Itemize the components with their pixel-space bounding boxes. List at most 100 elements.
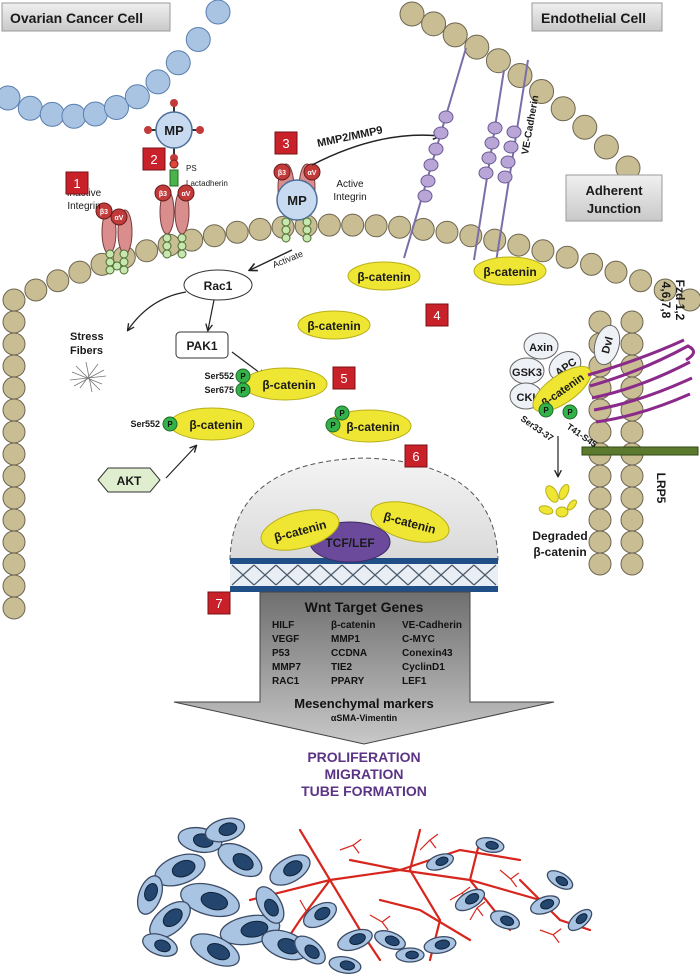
tumor-cell (337, 928, 373, 952)
step-badge-1: 1 (65, 171, 89, 195)
dvl: Dvl (593, 324, 621, 366)
membrane-bead (2, 464, 26, 488)
ecm-blue-bead (104, 95, 129, 120)
svg-text:6: 6 (412, 449, 419, 464)
nuclear-pore-strand (363, 564, 387, 586)
step-badge-5: 5 (332, 366, 356, 390)
nuclear-pore-strand (407, 564, 431, 586)
outcome-migration: MIGRATION (324, 766, 403, 782)
membrane-bead (2, 486, 26, 510)
wnt-gene: CCDNA (331, 648, 367, 659)
tumor-cell (423, 935, 457, 955)
svg-text:PS: PS (186, 164, 197, 173)
wnt-gene: VE-Cadherin (402, 620, 462, 631)
step-badge-6: 6 (404, 444, 428, 468)
capillary (369, 914, 391, 931)
membrane-bead (629, 269, 653, 293)
tumor-cell (567, 908, 593, 932)
stress-fibers-icon (69, 361, 107, 393)
blood-vessel (298, 828, 382, 962)
ecm-blue-fiber (0, 0, 231, 129)
membrane-bead (2, 530, 26, 554)
svg-text:PAK1: PAK1 (186, 339, 217, 353)
ecm-blue-bead (145, 69, 171, 95)
wnt-gene: β-catenin (331, 620, 375, 631)
membrane-bead (531, 239, 555, 263)
ecm-tan-bead (421, 11, 447, 37)
nuclear-pore-strand (319, 564, 343, 586)
membrane-bead (483, 228, 507, 252)
mesenchymal-markers: αSMA-Vimentin (331, 713, 397, 723)
svg-text:Rac1: Rac1 (204, 279, 233, 293)
svg-text:β-catenin: β-catenin (189, 418, 242, 432)
membrane-bead (2, 442, 26, 466)
tumor-cell (255, 886, 285, 924)
membrane-bead (2, 332, 26, 356)
wnt-gene: TIE2 (331, 662, 353, 673)
tumor-cell (425, 853, 455, 871)
svg-text:MP: MP (287, 193, 307, 208)
wnt-gene: MMP7 (272, 662, 301, 673)
membrane-bead (68, 260, 92, 284)
membrane-bead (620, 486, 644, 510)
pak1: PAK1 (175, 331, 229, 359)
wnt-gene: P53 (272, 648, 290, 659)
wnt-gene: Conexin43 (402, 648, 453, 659)
capillary (339, 838, 362, 854)
rac1-to-pak1-arrow (208, 299, 215, 330)
membrane-bead (24, 278, 48, 302)
svg-text:β-catenin: β-catenin (307, 319, 360, 333)
tumor-cell (395, 947, 425, 963)
nuclear-pore-strand (231, 564, 255, 586)
nuclear-pore-strand (385, 564, 409, 586)
membrane-bead (2, 376, 26, 400)
svg-text:P: P (330, 421, 336, 430)
tumor-cell (302, 901, 338, 929)
membrane-bead (46, 269, 70, 293)
svg-text:P: P (567, 408, 573, 417)
mmp2-mmp9-label: MMP2/MMP9 (316, 124, 384, 150)
membrane-bead (588, 530, 612, 554)
header-ovarian-cancer-cell: Ovarian Cancer Cell (1, 2, 171, 32)
ecm-tan-bead (442, 22, 468, 48)
membrane-bead (620, 464, 644, 488)
active-integrin-label-2: Integrin (333, 192, 366, 203)
tumor-cell (374, 930, 406, 950)
svg-text:4: 4 (433, 308, 440, 323)
membrane-bead (317, 213, 341, 237)
svg-text:β-catenin: β-catenin (346, 420, 399, 434)
membrane-bead (2, 574, 26, 598)
svg-text:β-catenin: β-catenin (357, 270, 410, 284)
microparticle-3-active-integrin: MP β3 αV (273, 163, 321, 243)
membrane-bead (364, 214, 388, 238)
membrane-bead (2, 354, 26, 378)
svg-text:β3: β3 (159, 191, 167, 198)
svg-text:Junction: Junction (587, 201, 641, 216)
svg-text:Ser675: Ser675 (204, 385, 234, 395)
step-badge-2: 2 (142, 147, 166, 171)
membrane-bead (620, 530, 644, 554)
tumor-cell (294, 935, 326, 965)
svg-text:Axin: Axin (529, 342, 553, 354)
svg-text:AKT: AKT (117, 474, 142, 488)
svg-text:Dvl: Dvl (600, 335, 616, 355)
tumor-cell (142, 933, 178, 957)
fzd-label-2: 4,6,7,8 (659, 282, 673, 319)
mesenchymal-title: Mesenchymal markers (294, 696, 433, 711)
beta-catenin-phospho-pak1: β-catenin P P Ser552 Ser675 (204, 367, 328, 401)
membrane-bead (620, 332, 644, 356)
wnt-target-genes: Wnt Target Genes HILFVEGFP53MMP7RAC1β-ca… (173, 591, 555, 745)
ecm-tan-bead (485, 48, 511, 74)
membrane-bead (2, 596, 26, 620)
tumor-cell (328, 955, 362, 975)
membrane-bead (2, 310, 26, 334)
membrane-bead (588, 464, 612, 488)
outcome-tube-formation: TUBE FORMATION (301, 783, 427, 799)
frizzled-receptor (587, 338, 695, 424)
svg-text:3: 3 (282, 136, 289, 151)
degraded-beta-catenin-icon (538, 484, 577, 518)
wnt-gene: LEF1 (402, 676, 427, 687)
capillary (499, 869, 520, 888)
membrane-bead (620, 420, 644, 444)
wnt-gene: RAC1 (272, 676, 300, 687)
